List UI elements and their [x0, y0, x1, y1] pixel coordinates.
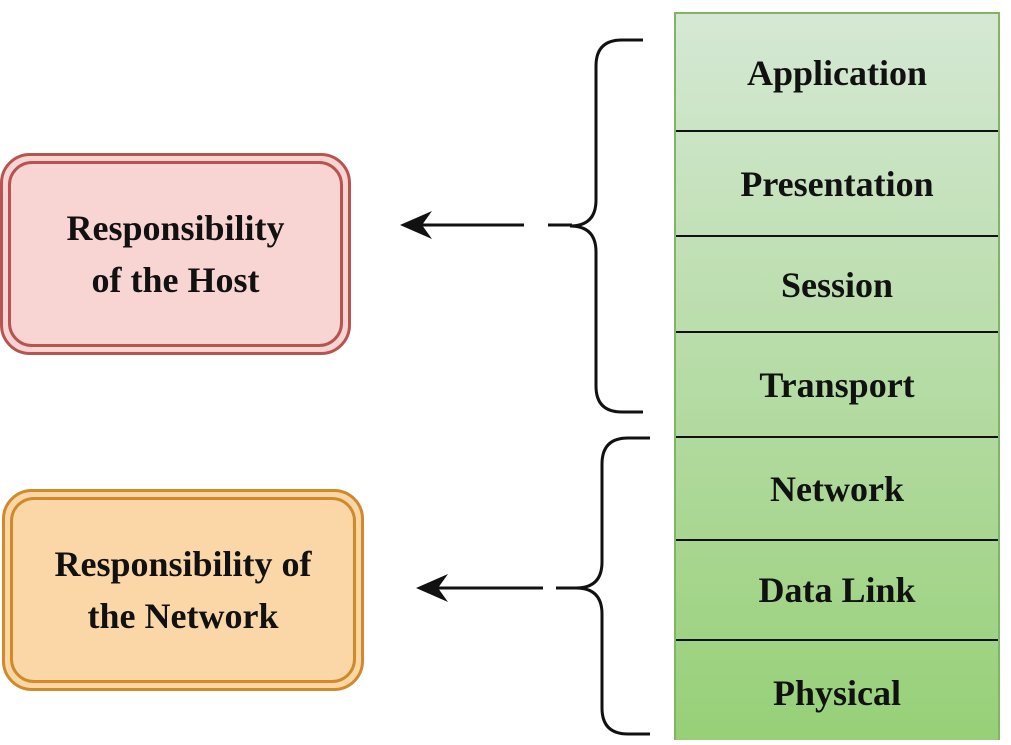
layer-divider	[676, 639, 998, 641]
curly-brace-icon	[575, 436, 650, 736]
layer-network: Network	[770, 468, 904, 509]
layer-divider	[676, 235, 998, 237]
layer-divider	[676, 331, 998, 333]
layer-presentation: Presentation	[740, 164, 934, 204]
layer-divider	[676, 436, 998, 438]
network-box-inner-border	[10, 497, 356, 683]
layer-divider	[676, 130, 998, 132]
layer-application: Application	[746, 52, 928, 93]
host-box-label: Responsibility of the Host	[66, 208, 285, 300]
layer-divider	[676, 539, 998, 541]
arrow-left-icon	[416, 574, 543, 602]
network-responsibility-box: Responsibility of the Network	[2, 489, 364, 691]
layer-physical: Physical	[772, 673, 901, 713]
layer-session: Session	[780, 264, 894, 305]
network-box-label: Responsibility of the Network	[54, 544, 312, 636]
host-responsibility-box: Responsibility of the Host	[0, 153, 351, 355]
layer-data-link: Data Link	[758, 570, 916, 610]
host-box-inner-border	[8, 161, 343, 347]
layer-transport: Transport	[759, 364, 915, 405]
curly-brace-icon	[569, 38, 643, 414]
arrow-left-icon	[400, 211, 524, 239]
osi-layer-stack: Application Presentation Session Transpo…	[674, 12, 1000, 740]
